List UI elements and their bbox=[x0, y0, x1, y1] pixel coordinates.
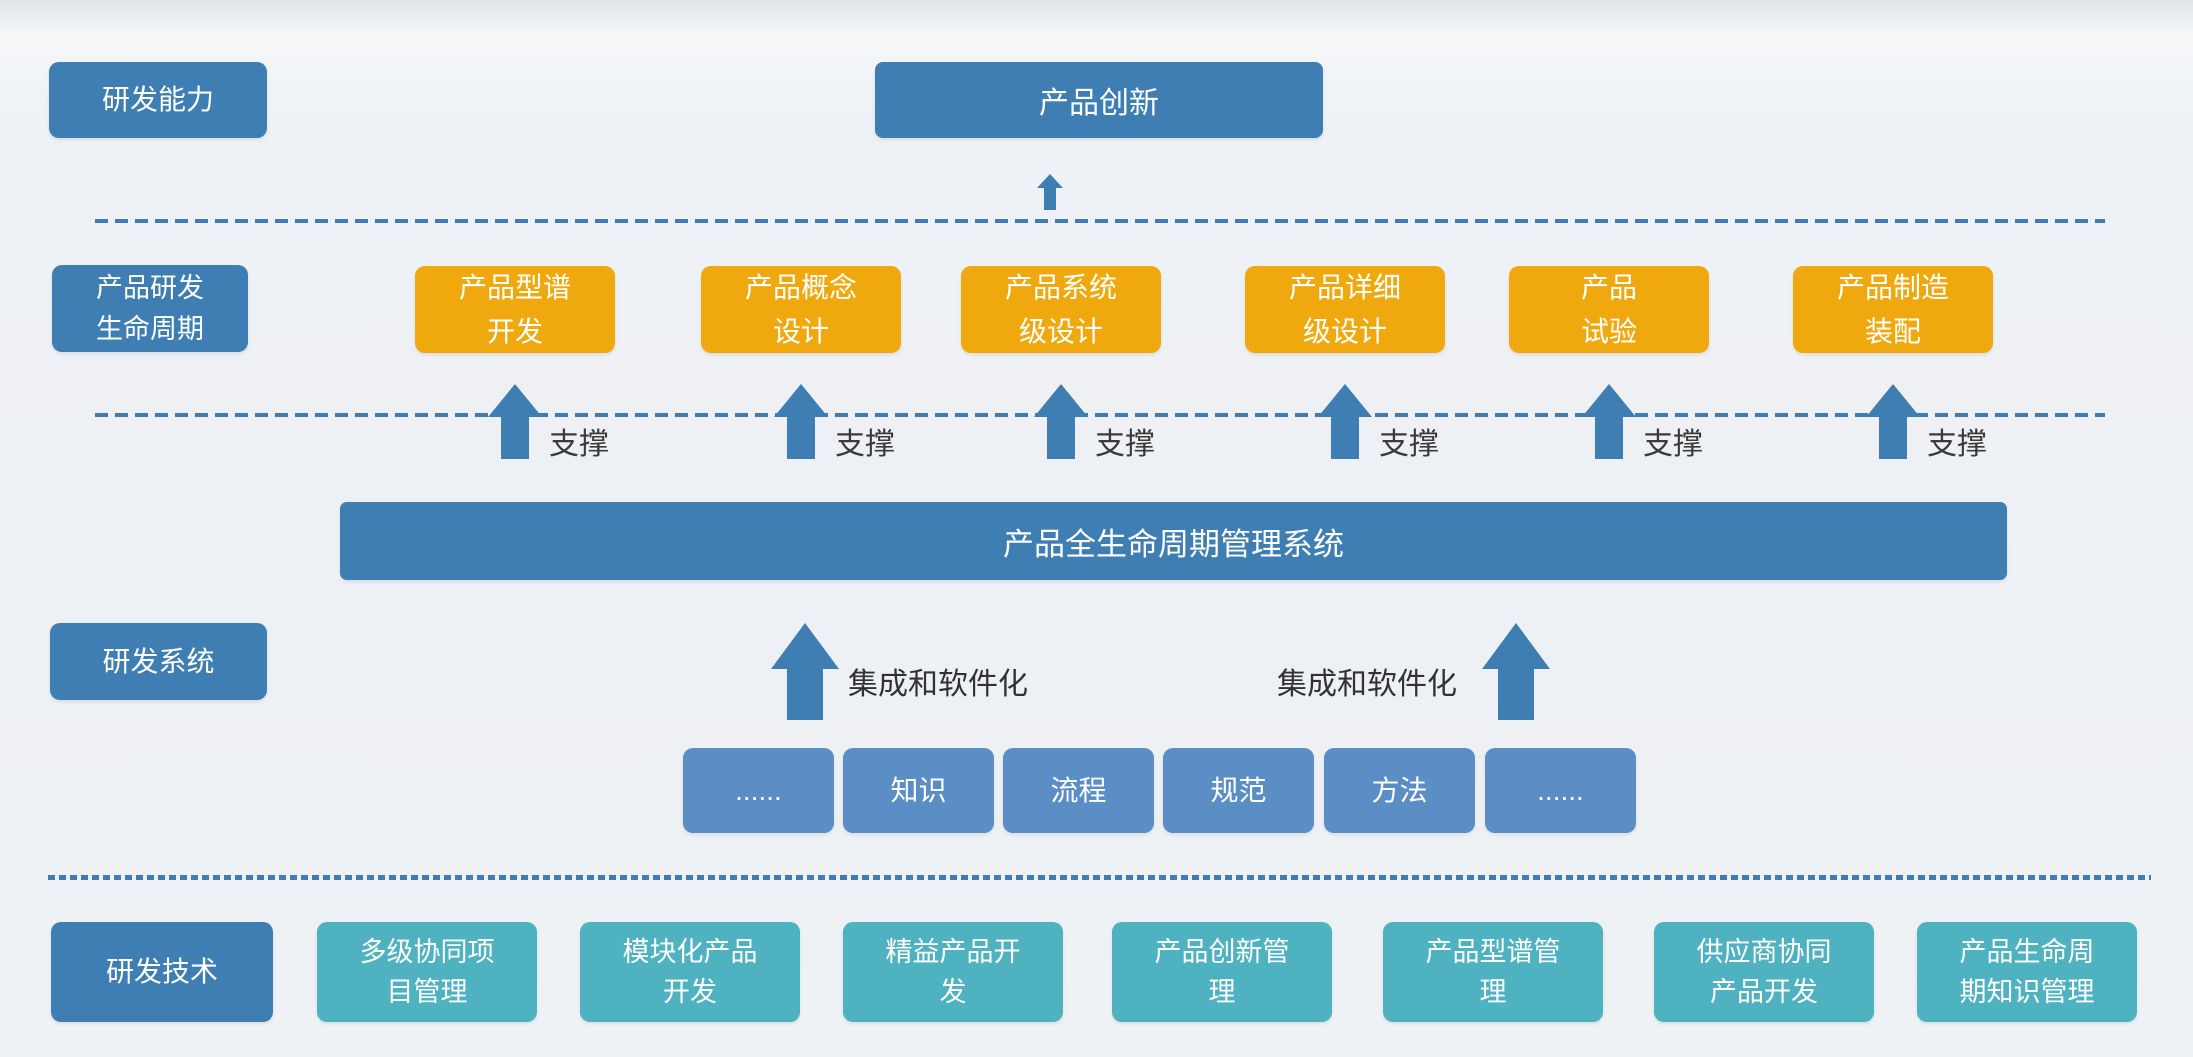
support-arrow-icon bbox=[488, 384, 542, 459]
stage-box: 产品 试验 bbox=[1509, 266, 1709, 353]
support-label: 支撑 bbox=[835, 428, 895, 461]
support-label: 支撑 bbox=[1379, 428, 1439, 461]
support-arrow-icon bbox=[1034, 384, 1088, 459]
stage-box: 产品概念 设计 bbox=[701, 266, 901, 353]
tech-item-box: 供应商协同 产品开发 bbox=[1654, 922, 1874, 1022]
element-box: 流程 bbox=[1003, 748, 1154, 833]
system-label-box: 研发系统 bbox=[50, 623, 267, 700]
element-box: 知识 bbox=[843, 748, 994, 833]
tech-item-box: 产品创新管 理 bbox=[1112, 922, 1332, 1022]
integration-label: 集成和软件化 bbox=[848, 668, 1028, 701]
element-box: 规范 bbox=[1163, 748, 1314, 833]
plm-banner: 产品全生命周期管理系统 bbox=[340, 502, 2007, 580]
lifecycle-boundary-dashed-line bbox=[95, 413, 2105, 417]
tech-item-box: 模块化产品 开发 bbox=[580, 922, 800, 1022]
support-arrow-icon bbox=[1582, 384, 1636, 459]
tech-item-box: 产品生命周 期知识管理 bbox=[1917, 922, 2137, 1022]
support-label: 支撑 bbox=[1927, 428, 1987, 461]
element-box: 方法 bbox=[1324, 748, 1475, 833]
product-innovation-box: 产品创新 bbox=[875, 62, 1323, 138]
integration-arrow-icon bbox=[1482, 623, 1550, 720]
technology-label-box: 研发技术 bbox=[51, 922, 273, 1022]
stage-box: 产品系统 级设计 bbox=[961, 266, 1161, 353]
tech-item-box: 产品型谱管 理 bbox=[1383, 922, 1603, 1022]
capability-label-box: 研发能力 bbox=[49, 62, 267, 138]
stage-box: 产品型谱 开发 bbox=[415, 266, 615, 353]
support-label: 支撑 bbox=[1643, 428, 1703, 461]
lifecycle-label-box: 产品研发 生命周期 bbox=[52, 265, 248, 352]
support-label: 支撑 bbox=[549, 428, 609, 461]
stage-box: 产品制造 装配 bbox=[1793, 266, 1993, 353]
integration-label: 集成和软件化 bbox=[1277, 668, 1457, 701]
technology-boundary-dotted-line bbox=[48, 875, 2151, 880]
capability-boundary-dashed-line bbox=[95, 219, 2105, 223]
support-label: 支撑 bbox=[1095, 428, 1155, 461]
integration-arrow-icon bbox=[771, 623, 839, 720]
stage-box: 产品详细 级设计 bbox=[1245, 266, 1445, 353]
support-arrow-icon bbox=[1318, 384, 1372, 459]
tech-item-box: 多级协同项 目管理 bbox=[317, 922, 537, 1022]
support-arrow-icon bbox=[774, 384, 828, 459]
tech-item-box: 精益产品开 发 bbox=[843, 922, 1063, 1022]
up-arrow-icon bbox=[1037, 174, 1063, 210]
support-arrow-icon bbox=[1866, 384, 1920, 459]
element-box: ...... bbox=[1485, 748, 1636, 833]
element-box: ...... bbox=[683, 748, 834, 833]
